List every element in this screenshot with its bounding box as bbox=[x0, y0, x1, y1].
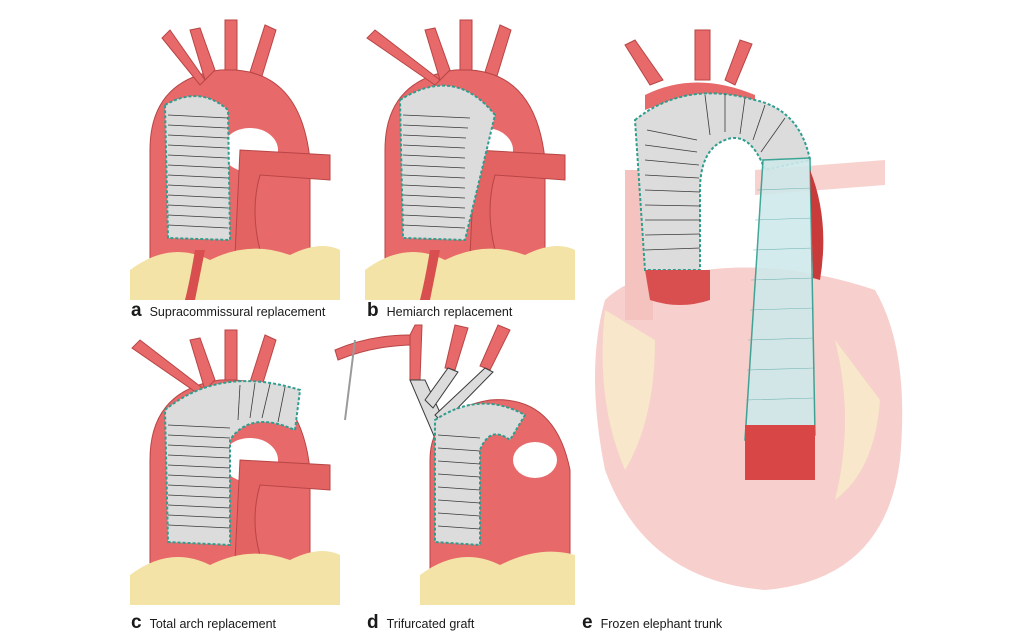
panel-e-illustration bbox=[585, 20, 915, 600]
panel-d-caption-text: Trifurcated graft bbox=[386, 617, 475, 631]
panel-e-letter: e bbox=[582, 612, 593, 633]
panel-e-caption: e Frozen elephant trunk bbox=[582, 612, 722, 634]
panel-d-caption: d Trifurcated graft bbox=[367, 612, 474, 634]
panel-b-illustration bbox=[365, 10, 575, 300]
panel-e-caption-text: Frozen elephant trunk bbox=[600, 617, 723, 631]
panel-b-letter: b bbox=[367, 300, 379, 321]
panel-c-letter: c bbox=[131, 612, 142, 633]
panel-a-letter: a bbox=[131, 300, 142, 321]
aortic-arch-supracommissural-illustration bbox=[130, 19, 340, 300]
panel-c-caption: c Total arch replacement bbox=[131, 612, 276, 634]
panel-c-illustration bbox=[130, 320, 340, 605]
panel-d-illustration bbox=[330, 320, 575, 605]
panel-c-caption-text: Total arch replacement bbox=[149, 617, 277, 631]
aortic-arch-total-replacement-illustration bbox=[130, 329, 340, 605]
trifurcated-graft-illustration bbox=[334, 324, 575, 605]
panel-b-caption-text: Hemiarch replacement bbox=[386, 305, 513, 319]
panel-d-letter: d bbox=[367, 612, 379, 633]
aortic-arch-hemiarch-illustration bbox=[365, 19, 575, 300]
panel-a-caption: a Supracommissural replacement bbox=[131, 300, 325, 322]
frozen-elephant-trunk-illustration bbox=[595, 29, 903, 590]
panel-b-caption: b Hemiarch replacement bbox=[367, 300, 512, 322]
panel-a-caption-text: Supracommissural replacement bbox=[149, 305, 326, 319]
panel-a-illustration bbox=[130, 10, 340, 300]
